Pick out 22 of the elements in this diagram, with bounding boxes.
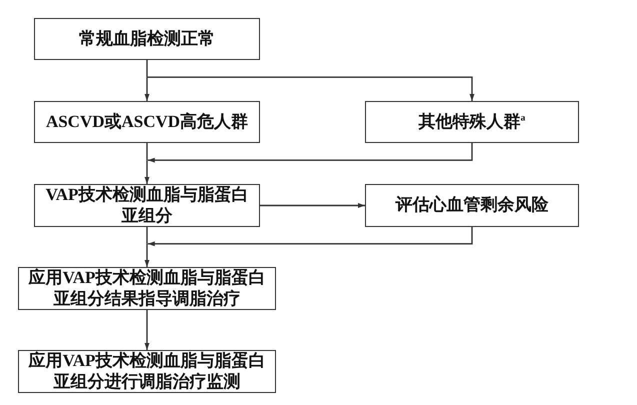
- step-text: 常规血脂检测正常: [79, 28, 215, 50]
- flow-arrow: [260, 203, 365, 208]
- flow-arrow: [144, 160, 150, 184]
- process-step: [34, 101, 260, 143]
- step-text: 评估心血管剩余风险: [396, 195, 548, 216]
- step-text: VAP技术检测血脂与脂蛋白亚组分: [44, 185, 250, 226]
- flow-arrow: [144, 244, 150, 267]
- step-text: 应用VAP技术检测血脂与脂蛋白亚组分结果指导调脂治疗: [27, 268, 266, 309]
- flow-arrow: [144, 310, 150, 350]
- connector-line: [146, 143, 148, 160]
- step-text: ASCVD或ASCVD高危人群: [46, 112, 248, 132]
- step-text: 其他特殊人群$^{a}$: [418, 112, 526, 132]
- connector-line: [146, 227, 148, 244]
- process-step: [365, 184, 579, 227]
- connector-line: [146, 60, 148, 78]
- process-step: [34, 18, 260, 60]
- flow-arrow: [148, 227, 473, 246]
- flow-arrow: [148, 143, 473, 163]
- step-text: 应用VAP技术检测血脂与脂蛋白亚组分进行调脂治疗监测: [27, 351, 266, 392]
- process-step: [365, 101, 579, 143]
- flow-arrow: [147, 76, 474, 101]
- flow-arrow: [144, 77, 150, 101]
